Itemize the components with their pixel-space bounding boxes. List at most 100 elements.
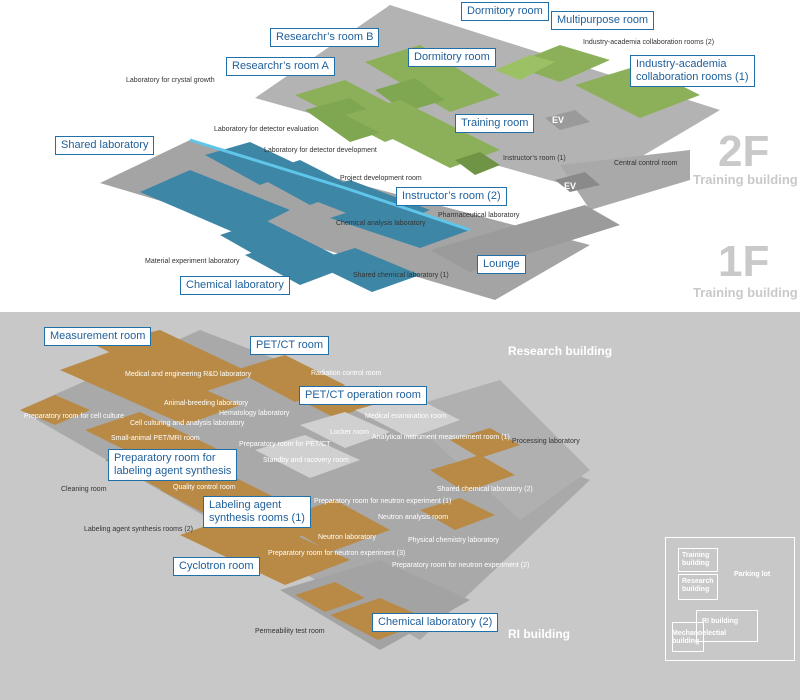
orange-room-permeability <box>295 582 365 612</box>
callout-lounge: Lounge <box>477 255 526 274</box>
label-small-animal-pet: Small-animal PET/MRI room <box>111 435 200 442</box>
research-room-locker <box>300 412 390 448</box>
label-prep-neutron-2: Preparatory room for neutron experiment … <box>392 562 530 569</box>
label-prep-cell-culture: Preparatory room for cell culture <box>24 413 124 420</box>
callout-dormitory-room-top: Dormitory room <box>461 2 549 21</box>
green-room-detector-eval <box>305 98 395 142</box>
floor-2f-marker: 2F <box>718 127 770 176</box>
mini-mechanoelectrical-building <box>672 622 704 652</box>
callout-measurement-room: Measurement room <box>44 327 152 346</box>
callout-researcher-room-b: Researchr’s room B <box>270 28 380 47</box>
callout-chemical-laboratory: Chemical laboratory <box>180 276 290 295</box>
label-project-development-room: Project development room <box>340 175 422 182</box>
label-hematology-lab: Hematology laboratory <box>219 410 290 417</box>
blue-room-material <box>245 240 345 285</box>
mini-ri-building <box>696 610 758 642</box>
mini-research-label: Research building <box>682 578 714 593</box>
label-permeability-test-room: Permeability test room <box>255 628 325 635</box>
label-medical-exam-room: Medical examination room <box>365 413 447 420</box>
label-medical-rd-lab: Medical and engineering R&D laboratory <box>125 371 252 378</box>
orange-room-measurement <box>60 350 240 425</box>
floor-1f-subtitle: Training building <box>693 285 798 300</box>
blue-room-chemical-analysis <box>330 202 470 248</box>
label-chemical-analysis-lab: Chemical analysis laboratory <box>336 220 426 227</box>
mini-mechanoelectrical-label: Mechanoelectial building <box>672 630 727 645</box>
label-physical-chemistry-lab: Physical chemistry laboratory <box>408 537 500 544</box>
label-prep-neutron-3: Preparatory room for neutron experiment … <box>268 550 406 557</box>
label-labeling-synthesis-2: Labeling agent synthesis rooms (2) <box>84 526 193 533</box>
green-room-training <box>345 100 500 168</box>
callout-pet-ct-room: PET/CT room <box>250 336 330 355</box>
ri-building-title: RI building <box>508 627 570 641</box>
label-shared-chemical-lab-2: Shared chemical laboratory (2) <box>437 486 533 493</box>
mini-training-building <box>678 548 718 572</box>
ev-lower-box <box>555 172 600 192</box>
orange-room-cell-culture <box>20 395 90 425</box>
label-industry-academia-2: Industry-academia collaboration rooms (2… <box>583 39 715 46</box>
research-room-medical-exam <box>355 395 460 438</box>
callout-prep-labeling: Preparatory room for labeling agent synt… <box>108 449 238 481</box>
label-prep-neutron-1: Preparatory room for neutron experiment … <box>314 498 452 505</box>
label-locker-room: Locker room <box>330 429 369 436</box>
ev-upper-box <box>545 110 590 130</box>
callout-instructors-room-2: Instructor’s room (2) <box>396 187 507 206</box>
floor-2f-subtitle: Training building <box>693 172 798 187</box>
mini-parking-label: Parking lot <box>734 571 771 578</box>
label-prep-pet-ct: Preparatory room for PET/CT <box>239 441 331 448</box>
green-room-dormitory <box>365 45 500 112</box>
callout-training-room: Training room <box>455 114 535 133</box>
callout-dormitory-room: Dormitory room <box>408 48 496 67</box>
green-room-multipurpose <box>510 45 610 82</box>
label-instructors-room-1: Instructor’s room (1) <box>503 155 566 162</box>
orange-room-quality-control <box>420 498 495 530</box>
orange-room-medical-rd <box>95 330 255 395</box>
label-shared-chemical-lab-1: Shared chemical laboratory (1) <box>353 272 449 279</box>
callout-industry-academia-1: Industry-academia collaboration rooms (1… <box>630 55 755 87</box>
label-standby-recovery: Standby and racovery room <box>263 457 349 464</box>
callout-labeling-synthesis-1: Labeling agent synthesis rooms (1) <box>203 496 311 528</box>
blue-room-shared-lab <box>140 170 290 235</box>
ev-marker-lower: EV <box>564 181 577 191</box>
label-neutron-lab: Neutron laboratory <box>318 534 376 541</box>
green-room-dormitory-top <box>495 55 555 80</box>
cyan-highlight-edge <box>189 138 471 232</box>
callout-shared-laboratory: Shared laboratory <box>55 136 155 155</box>
mini-research-building <box>678 574 718 600</box>
orange-room-cyclotron <box>180 512 350 585</box>
label-lab-detector-eval: Laboratory for detector evaluation <box>214 126 319 133</box>
site-mini-map: Training building Research building RI b… <box>665 537 795 661</box>
label-analytical-instrument-room: Analytical instrument measurement room (… <box>372 434 510 441</box>
green-room-researcher-b <box>375 78 445 112</box>
callout-multipurpose-room: Multipurpose room <box>551 11 655 30</box>
floor-2f-east-wing <box>560 150 690 210</box>
label-processing-lab: Processing laboratory <box>512 438 580 445</box>
callout-researcher-room-a: Researchr’s room A <box>226 57 335 76</box>
ev-marker-upper: EV <box>552 115 565 125</box>
callout-cyclotron-room: Cyclotron room <box>173 557 260 576</box>
label-animal-breeding-lab: Animal-breeding laboratory <box>164 400 249 407</box>
green-room-instructor-1 <box>455 152 500 175</box>
orange-room-shared-chemical-2 <box>430 455 515 492</box>
blue-room-shared-chemical-1 <box>310 248 420 292</box>
green-room-industry-1 <box>575 65 700 118</box>
orange-room-analytical <box>450 428 520 458</box>
label-lab-detector-dev: Laboratory for detector development <box>264 147 377 154</box>
label-neutron-analysis-room: Neutron analysis room <box>378 514 449 521</box>
label-central-control-room: Central control room <box>614 160 678 167</box>
label-material-experiment-lab: Material experiment laboratory <box>145 258 240 265</box>
label-pharmaceutical-lab: Pharmaceutical laboratory <box>438 212 520 219</box>
label-quality-control-room: Quality control room <box>173 484 236 491</box>
callout-chemical-laboratory-2: Chemical laboratory (2) <box>372 613 499 632</box>
label-radiation-control-room: Radiation control room <box>311 370 382 377</box>
label-cell-culturing-lab: Cell culturing and analysis laboratory <box>130 420 245 427</box>
research-building-title: Research building <box>508 344 613 358</box>
label-cleaning-room: Cleaning room <box>61 486 107 493</box>
label-lab-crystal-growth: Laboratory for crystal growth <box>126 77 215 84</box>
callout-pet-ct-operation-room: PET/CT operation room <box>299 386 427 405</box>
research-room-standby <box>255 435 360 478</box>
mini-training-label: Training building <box>682 552 710 567</box>
mini-ri-label: RI building <box>702 618 739 625</box>
floor-1f-marker: 1F <box>718 237 770 286</box>
